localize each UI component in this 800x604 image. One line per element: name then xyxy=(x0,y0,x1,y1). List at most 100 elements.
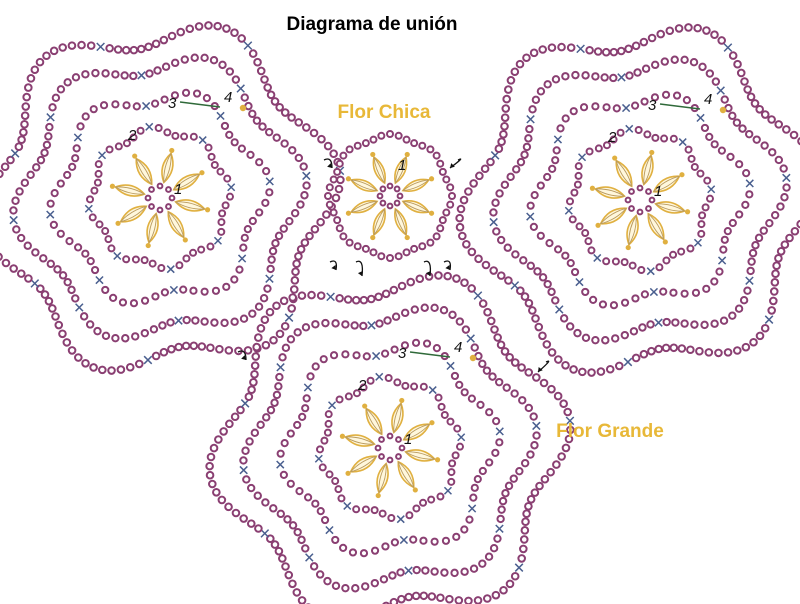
chain-stitch xyxy=(510,571,520,581)
petal-leaf xyxy=(349,200,379,214)
chain-stitch xyxy=(131,332,140,341)
chain-stitch xyxy=(275,102,284,112)
chain-stitch xyxy=(224,346,234,355)
petal-tip xyxy=(182,237,188,243)
chain-stitch xyxy=(451,451,460,460)
chain-stitch xyxy=(81,112,90,121)
chain-stitch xyxy=(158,321,167,330)
chain-stitch xyxy=(202,94,211,103)
chain-stitch xyxy=(246,150,255,159)
chain-stitch xyxy=(293,328,302,337)
chain-stitch xyxy=(370,506,379,515)
chain-stitch xyxy=(309,128,319,138)
petal-leaf xyxy=(161,151,174,184)
chain-stitch xyxy=(295,487,304,496)
chain-stitch xyxy=(190,53,199,62)
chain-stitch xyxy=(200,287,209,296)
chain-stitch xyxy=(230,28,239,38)
chain-stitch xyxy=(331,193,341,203)
chain-stitch xyxy=(520,526,530,535)
chain-stitch xyxy=(654,344,664,354)
chain-stitch xyxy=(333,216,342,225)
petal-tip xyxy=(169,147,175,154)
petal-vein xyxy=(345,436,375,445)
chain-stitch xyxy=(305,231,314,241)
chain-stitch xyxy=(462,239,471,249)
chain-stitch xyxy=(489,266,498,275)
chain-stitch xyxy=(230,138,239,147)
chain-stitch xyxy=(384,374,393,383)
chain-stitch xyxy=(566,259,575,268)
chain-stitch xyxy=(262,167,271,176)
chain-stitch xyxy=(63,170,72,180)
chain-stitch xyxy=(220,121,230,131)
chain-stitch xyxy=(304,493,313,502)
chain-stitch xyxy=(646,320,655,329)
chain-stitch xyxy=(253,491,262,500)
chain-stitch xyxy=(343,295,353,304)
single-crochet-mark xyxy=(343,501,352,510)
chain-stitch xyxy=(543,172,552,182)
chain-stitch xyxy=(767,115,776,124)
chain-stitch xyxy=(88,213,97,222)
chain-stitch xyxy=(517,554,526,563)
chain-stitch xyxy=(262,413,271,422)
chain-stitch xyxy=(65,237,74,246)
chain-stitch xyxy=(122,255,131,264)
petal-leaf xyxy=(349,178,379,192)
chain-stitch xyxy=(732,346,742,355)
chain-stitch xyxy=(270,540,280,549)
chain-stitch xyxy=(351,584,360,593)
chain-stitch xyxy=(411,591,421,601)
chain-stitch xyxy=(211,286,221,295)
chain-stitch xyxy=(361,139,370,148)
chain-stitch xyxy=(519,535,529,544)
chain-stitch xyxy=(248,216,257,226)
chain-stitch xyxy=(250,369,259,379)
chain-stitch xyxy=(561,251,570,260)
chain-stitch xyxy=(438,216,447,225)
chain-stitch xyxy=(759,226,768,235)
chain-stitch xyxy=(253,57,262,67)
chain-stitch xyxy=(241,446,250,455)
chain-stitch xyxy=(538,331,547,341)
chain-stitch xyxy=(596,367,606,376)
chain-stitch xyxy=(239,456,248,465)
chain-stitch xyxy=(682,96,691,105)
chain-stitch xyxy=(522,142,532,152)
chain-stitch xyxy=(402,135,411,144)
chain-stitch xyxy=(390,345,399,354)
chain-stitch xyxy=(230,412,240,422)
chain-stitch xyxy=(526,261,536,271)
chain-stitch xyxy=(400,341,410,350)
chain-stitch xyxy=(528,105,537,114)
chain-stitch xyxy=(324,410,333,419)
center-chain xyxy=(386,456,394,464)
chain-stitch xyxy=(440,568,449,577)
petal-leaf xyxy=(641,153,654,186)
chain-stitch xyxy=(589,295,598,304)
chain-stitch xyxy=(565,322,575,331)
chain-stitch xyxy=(640,97,649,106)
chain-stitch xyxy=(700,123,710,133)
petal-vein xyxy=(373,156,386,184)
center-chain xyxy=(376,192,384,200)
chain-stitch xyxy=(690,320,699,329)
chain-stitch xyxy=(189,341,199,351)
chain-stitch xyxy=(482,366,492,375)
chain-stitch xyxy=(516,157,526,167)
center-chain xyxy=(156,206,164,214)
chain-stitch xyxy=(735,210,744,219)
chain-stitch xyxy=(501,489,510,498)
chain-stitch xyxy=(710,140,719,149)
chain-stitch xyxy=(240,233,249,242)
chain-stitch xyxy=(256,66,266,76)
chain-stitch xyxy=(302,394,311,403)
chain-stitch xyxy=(548,164,557,173)
chain-stitch xyxy=(543,80,552,89)
chain-stitch xyxy=(93,178,102,187)
chain-stitch xyxy=(711,77,721,86)
chain-stitch xyxy=(129,71,138,81)
chain-stitch xyxy=(48,304,57,313)
chain-stitch xyxy=(584,237,593,246)
